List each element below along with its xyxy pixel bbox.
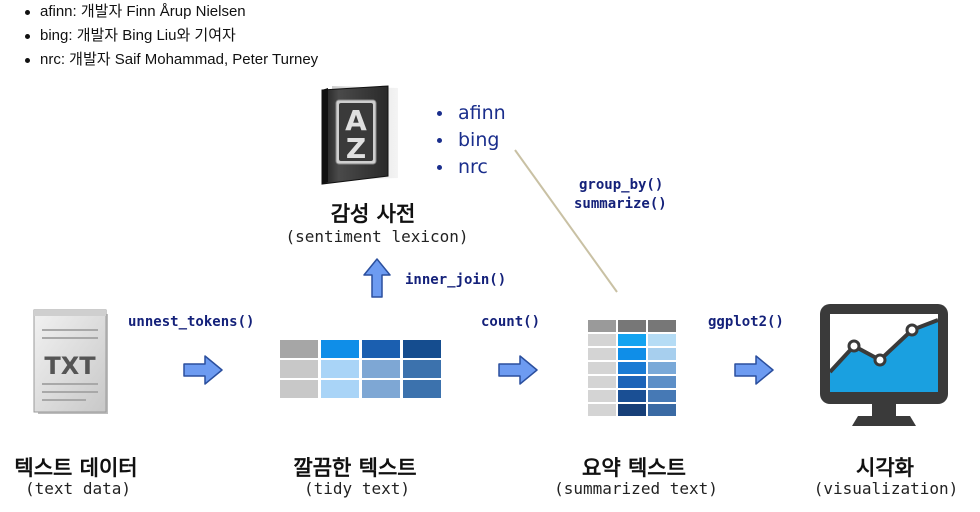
sentiment-lexicon-subtitle: (sentiment lexicon) <box>285 227 469 246</box>
lexicon-credit-list: afinn: 개발자 Finn Årup Nielsen bing: 개발자 B… <box>18 0 318 72</box>
lexicon-item-bing: bing <box>434 127 506 154</box>
credit-bing: bing: 개발자 Bing Liu와 기여자 <box>18 24 318 48</box>
stage-subtitle-summarized-text: (summarized text) <box>554 479 718 498</box>
stage-title-visualization: 시각화 <box>856 456 914 480</box>
summarized-table-icon <box>588 320 676 416</box>
lexicon-item-afinn: afinn <box>434 100 506 127</box>
tidy-text-table-icon <box>280 340 441 398</box>
monitor-chart-icon <box>820 304 948 426</box>
credit-nrc: nrc: 개발자 Saif Mohammad, Peter Turney <box>18 48 318 72</box>
txt-document-icon: TXT <box>33 309 108 414</box>
up-arrow-icon <box>363 258 391 298</box>
sentiment-lexicon-title: 감성 사전 <box>330 202 416 226</box>
unnest-tokens-label: unnest_tokens() <box>128 314 255 330</box>
ggplot2-label: ggplot2() <box>708 314 784 330</box>
summarize-label: summarize() <box>574 196 667 212</box>
credit-afinn: afinn: 개발자 Finn Årup Nielsen <box>18 0 318 24</box>
stage-title-summarized-text: 요약 텍스트 <box>582 456 686 480</box>
dictionary-book-icon: A Z <box>321 85 398 185</box>
book-letter-a: A <box>345 104 367 137</box>
stage-subtitle-text-data: (text data) <box>25 479 131 498</box>
lexicon-list: afinn bing nrc <box>434 100 506 181</box>
stage-title-tidy-text: 깔끔한 텍스트 <box>293 456 417 480</box>
stage-subtitle-tidy-text: (tidy text) <box>304 479 410 498</box>
group-by-label: group_by() <box>579 177 664 193</box>
inner-join-label: inner_join() <box>405 272 507 288</box>
stage-title-text-data: 텍스트 데이터 <box>14 456 138 480</box>
right-arrow-icon <box>498 355 538 385</box>
stage-subtitle-visualization: (visualization) <box>813 479 959 498</box>
lexicon-item-nrc: nrc <box>434 154 506 181</box>
right-arrow-icon <box>183 355 223 385</box>
txt-icon-label: TXT <box>44 352 96 380</box>
book-letter-z: Z <box>346 132 366 165</box>
right-arrow-icon <box>734 355 774 385</box>
count-label: count() <box>481 314 541 330</box>
